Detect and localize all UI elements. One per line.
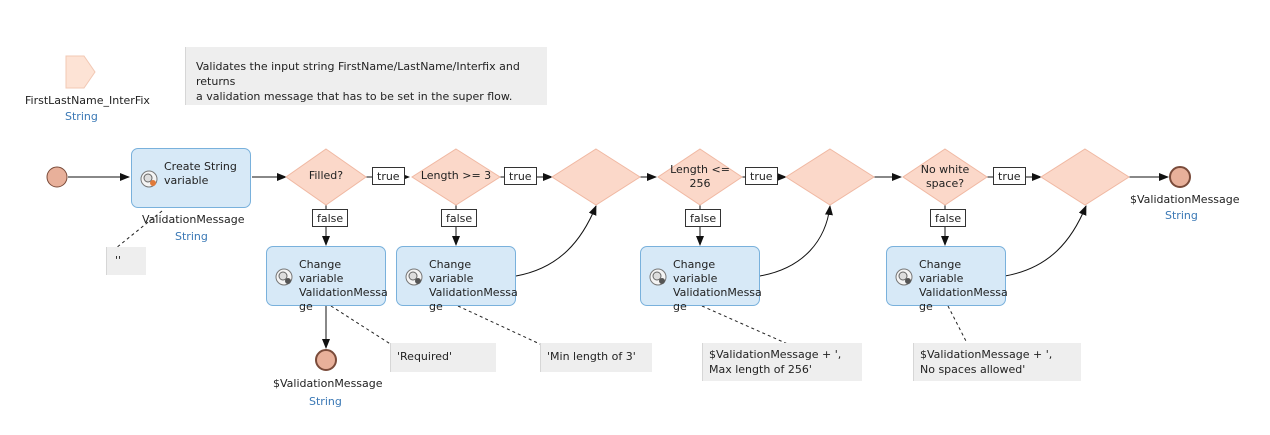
create-variable-label: Create String variable [164,160,237,187]
create-variable-value-note[interactable]: '' [106,247,146,275]
final-end-type: String [1165,209,1198,222]
flow-max-length-to-merge2 [759,205,833,277]
end-event-icon [315,349,337,371]
min-length-value-note[interactable]: 'Min length of 3' [540,343,652,372]
change-variable-min-length-activity[interactable]: Change variable ValidationMessa ge [396,246,518,313]
decision-white-space-shape [902,148,988,206]
start-event-icon [46,166,68,188]
merge-1-shape [551,148,641,206]
required-end-value: $ValidationMessage [273,377,383,390]
flag-white-space-true[interactable]: true [993,167,1026,185]
decision-length-min-label[interactable]: Length >= 3 [420,169,492,182]
flow-no-spaces-to-merge3 [1004,205,1087,277]
annotation-link-create [115,210,163,249]
flag-white-space-false[interactable]: false [930,209,967,227]
flag-length-min-false[interactable]: false [441,209,478,227]
change-variable-icon [275,268,293,286]
required-end-type: String [309,395,342,408]
change-variable-required-activity[interactable]: Change variable ValidationMessa ge [266,246,388,313]
create-variable-output-name: ValidationMessage [142,213,245,226]
flag-length-max-true[interactable]: true [745,167,778,185]
change-variable-max-length-label: Change variable ValidationMessa ge [673,258,762,313]
description-annotation[interactable]: Validates the input string FirstName/Las… [185,47,547,105]
required-value-note[interactable]: 'Required' [390,343,496,372]
merge-2-shape [785,148,875,206]
change-variable-icon [405,268,423,286]
end-event-icon [1169,166,1191,188]
decision-filled-shape [285,148,367,206]
change-variable-icon [649,268,667,286]
decision-white-space-label[interactable]: No white space? [920,163,970,190]
annotation-link-max-length [701,305,791,346]
merge-3-shape [1040,148,1130,206]
create-variable-icon [140,170,158,188]
annotation-link-no-spaces [947,305,969,346]
decision-length-min-shape [411,148,501,206]
decision-length-max-label[interactable]: Length <= 256 [670,163,730,190]
max-length-value-note[interactable]: $ValidationMessage + ', Max length of 25… [702,343,862,381]
change-variable-no-spaces-label: Change variable ValidationMessa ge [919,258,1008,313]
final-end-value: $ValidationMessage [1130,193,1240,206]
parameter-name: FirstLastName_InterFix [25,94,150,107]
parameter-type: String [65,110,98,123]
decision-length-max-shape [657,148,743,206]
flag-filled-true[interactable]: true [372,167,405,185]
flow-min-length-to-merge1 [515,205,597,277]
flag-length-max-false[interactable]: false [685,209,722,227]
create-variable-output-type: String [175,230,208,243]
decision-filled-label[interactable]: Filled? [308,169,344,182]
change-variable-no-spaces-activity[interactable]: Change variable ValidationMessa ge [886,246,1008,313]
parameter-tag-icon [65,55,96,89]
no-spaces-value-note[interactable]: $ValidationMessage + ', No spaces allowe… [913,343,1081,381]
change-variable-max-length-activity[interactable]: Change variable ValidationMessa ge [640,246,762,313]
change-variable-icon [895,268,913,286]
create-variable-activity[interactable]: Create String variable [131,148,251,208]
flag-length-min-true[interactable]: true [504,167,537,185]
annotation-link-required [330,305,393,346]
flag-filled-false[interactable]: false [312,209,349,227]
change-variable-required-label: Change variable ValidationMessa ge [299,258,388,313]
change-variable-min-length-label: Change variable ValidationMessa ge [429,258,518,313]
